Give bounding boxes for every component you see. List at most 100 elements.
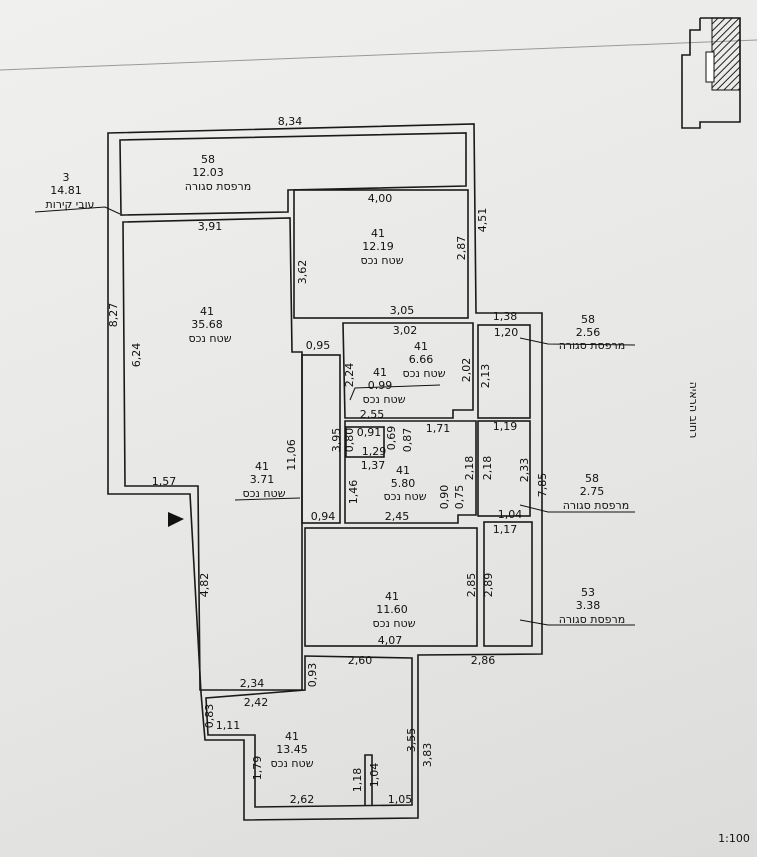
dimension-label: 2,33 <box>518 458 531 483</box>
room-label-text: 2.75 <box>580 485 605 498</box>
room-label-text: 58 <box>201 153 215 166</box>
dimension-label: 0,75 <box>453 485 466 510</box>
dimension-label: 1,04 <box>368 763 381 788</box>
room-label-text: שטח נכס <box>384 490 427 503</box>
room-label-text: 35.68 <box>191 318 223 331</box>
dimension-label: 3,91 <box>198 220 223 233</box>
dimension-label: 8,27 <box>107 303 120 328</box>
dimension-label: 1,37 <box>361 459 386 472</box>
dimension-label: 3,62 <box>296 260 309 285</box>
dimension-label: 1,11 <box>216 719 241 732</box>
entrance-arrow-icon <box>168 512 184 527</box>
room-label-text: שטח נכס <box>361 254 404 267</box>
room-label-text: 41 <box>371 227 385 240</box>
dimension-label: 0,91 <box>357 426 382 439</box>
room-label-text: 2.56 <box>576 326 601 339</box>
room-label-text: שטח נכס <box>403 367 446 380</box>
room-label-text: 41 <box>285 730 299 743</box>
dimension-label: 2,87 <box>455 236 468 261</box>
dimension-label: 0,93 <box>306 663 319 688</box>
dimension-label: 2,55 <box>360 408 385 421</box>
dimension-label: 2,13 <box>479 364 492 389</box>
key-plan <box>681 17 741 129</box>
dimension-label: 2,18 <box>481 456 494 481</box>
dimension-label: 0,94 <box>311 510 336 523</box>
dimension-label: 0,95 <box>306 339 331 352</box>
room-label-text: מרפסת סגורה <box>563 499 629 512</box>
room-label-text: מרפסת סגורה <box>559 613 625 626</box>
dimension-label: 1,17 <box>493 523 518 536</box>
dimension-label: 2,24 <box>343 363 356 388</box>
room-label-text: שטח נכס <box>373 617 416 630</box>
room-label-text: 3.38 <box>576 599 601 612</box>
scale-label: 1:100 <box>718 832 750 845</box>
room-label-text: מרפסת סגורה <box>559 339 625 352</box>
dimension-label: 3,83 <box>421 743 434 768</box>
dimension-label: 2,60 <box>348 654 373 667</box>
dimension-label: 0,80 <box>343 428 356 453</box>
room-label-text: 0.99 <box>368 379 393 392</box>
dimension-label: 1,46 <box>347 480 360 505</box>
room-label-text: 3 <box>63 171 70 184</box>
room-label-text: שטח נכס <box>363 393 406 406</box>
room-label-text: שטח נכס <box>271 757 314 770</box>
room-label-text: 11.60 <box>376 603 408 616</box>
dimension-label: 2,45 <box>385 510 410 523</box>
room-label-text: 12.19 <box>362 240 394 253</box>
dimension-label: 4,07 <box>378 634 403 647</box>
dimension-label: 0,90 <box>438 485 451 510</box>
dimension-label: 1,19 <box>493 420 518 433</box>
dimension-label: 1,79 <box>251 756 264 781</box>
dimension-label: 1,38 <box>493 310 518 323</box>
dimension-label: 2,85 <box>465 573 478 598</box>
dimensions: 8,34 4,51 3,91 4,00 3,62 2,87 8,27 6,24 … <box>107 115 549 806</box>
room-label-text: 41 <box>414 340 428 353</box>
outer-wall <box>107 123 543 821</box>
dimension-label: 1,04 <box>498 508 523 521</box>
room-label-text: 58 <box>585 472 599 485</box>
dimension-label: 11,06 <box>285 439 298 471</box>
dimension-label: 1,57 <box>152 475 177 488</box>
dimension-label: 8,34 <box>278 115 303 128</box>
dimension-label: 1,71 <box>426 422 451 435</box>
dimension-label: 2,42 <box>244 696 269 709</box>
dimension-label: 6,24 <box>130 343 143 368</box>
room-label-text: שטח נכס <box>189 332 232 345</box>
dimension-label: 0,69 <box>385 426 398 451</box>
dimension-label: 3,95 <box>330 428 343 453</box>
room-label-text: עובי קירות <box>46 198 95 211</box>
room-label-text: 41 <box>373 366 387 379</box>
dimension-label: 2,18 <box>463 456 476 481</box>
dimension-label: 3,55 <box>405 728 418 753</box>
dimension-label: 2,86 <box>471 654 496 667</box>
dimension-label: 0,87 <box>401 428 414 453</box>
dimension-label: 3,02 <box>393 324 418 337</box>
dimension-label: 3,05 <box>390 304 415 317</box>
room-label-text: 12.03 <box>192 166 224 179</box>
dimension-label: 2,89 <box>482 573 495 598</box>
room-label-text: 58 <box>581 313 595 326</box>
room-label-text: מרפסת סגורה <box>185 180 251 193</box>
room-label-text: 41 <box>385 590 399 603</box>
dimension-label: 4,82 <box>198 573 211 598</box>
dimension-label: 1,29 <box>362 445 387 458</box>
dimension-label: 4,00 <box>368 192 393 205</box>
dimension-label: 1,18 <box>351 768 364 793</box>
dimension-label: 7,85 <box>536 473 549 498</box>
room-label-text: 53 <box>581 586 595 599</box>
room-label-text: 41 <box>255 460 269 473</box>
dimension-label: 1,05 <box>388 793 413 806</box>
